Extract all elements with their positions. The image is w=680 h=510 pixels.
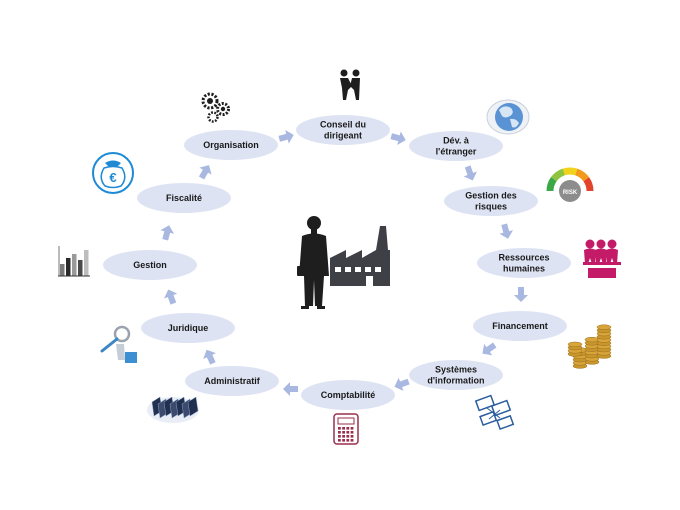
cycle-arrow [164, 289, 178, 305]
businessman-silhouette [297, 216, 329, 309]
handshake-icon [340, 69, 360, 100]
node-label: Dév. à [443, 136, 470, 146]
risk-gauge-icon: RISK [546, 167, 594, 202]
node-bubble [409, 360, 503, 390]
node-administratif: Administratif [185, 366, 279, 396]
magnifier-icon [100, 325, 137, 363]
node-juridique: Juridique [141, 313, 235, 343]
globe-icon [486, 99, 530, 135]
people-icon [583, 239, 621, 278]
cycle-arrows [160, 129, 528, 396]
node-label: Juridique [168, 323, 209, 333]
network-systems-icon [474, 394, 515, 431]
node-label: dirigeant [324, 131, 362, 141]
node-gestion: Gestion [103, 250, 197, 280]
node-label: Organisation [203, 140, 259, 150]
gold-coins-icon [567, 324, 612, 369]
node-label: Administratif [204, 376, 261, 386]
node-label: Gestion [133, 260, 167, 270]
bar-chart-icon [58, 246, 90, 277]
cycle-arrow [463, 165, 477, 181]
node-bubble [184, 130, 278, 160]
node-comptabilite: Comptabilité [301, 380, 395, 410]
factory-silhouette [330, 226, 390, 286]
node-financement: Financement [473, 311, 567, 341]
node-label: humaines [503, 264, 545, 274]
cycle-arrow [283, 382, 298, 396]
node-label: Gestion des [465, 191, 517, 201]
euro-bag-icon: € [92, 152, 134, 194]
server-stack-icon [147, 396, 199, 423]
node-bubble [185, 366, 279, 396]
businessman-factory-icon [297, 216, 390, 309]
node-bubble [477, 248, 571, 278]
node-bubble [137, 183, 231, 213]
node-label: Fiscalité [166, 193, 202, 203]
node-label: Conseil du [320, 120, 366, 130]
node-label: l'étranger [436, 147, 477, 157]
cycle-arrow [390, 131, 406, 146]
node-bubble [141, 313, 235, 343]
node-label: Ressources [498, 253, 549, 263]
cycle-arrow [203, 349, 216, 365]
node-label: Financement [492, 321, 548, 331]
node-dev: Dév. àl'étranger [409, 131, 503, 161]
risk-gauge-text: RISK [563, 190, 578, 196]
node-bubble [296, 115, 390, 145]
node-fiscalite: Fiscalité [137, 183, 231, 213]
node-bubble [103, 250, 197, 280]
node-bubble [473, 311, 567, 341]
node-bubble [301, 380, 395, 410]
cycle-arrow [482, 342, 497, 356]
gears-icon [201, 92, 230, 123]
cycle-arrow [198, 165, 212, 180]
cycle-arrow [160, 225, 175, 241]
node-label: risques [475, 202, 507, 212]
cycle-arrow [499, 223, 514, 239]
node-label: Systèmes [435, 365, 477, 375]
node-organisation: Organisation [184, 130, 278, 160]
node-label: Comptabilité [321, 390, 376, 400]
cycle-arrow [278, 129, 294, 144]
node-label: d'information [427, 376, 484, 386]
cycle-arrow [394, 377, 410, 391]
node-bubble [444, 186, 538, 216]
euro-symbol: € [109, 170, 116, 185]
calculator-icon [333, 413, 359, 445]
node-bubble [409, 131, 503, 161]
cycle-arrow [514, 287, 528, 302]
